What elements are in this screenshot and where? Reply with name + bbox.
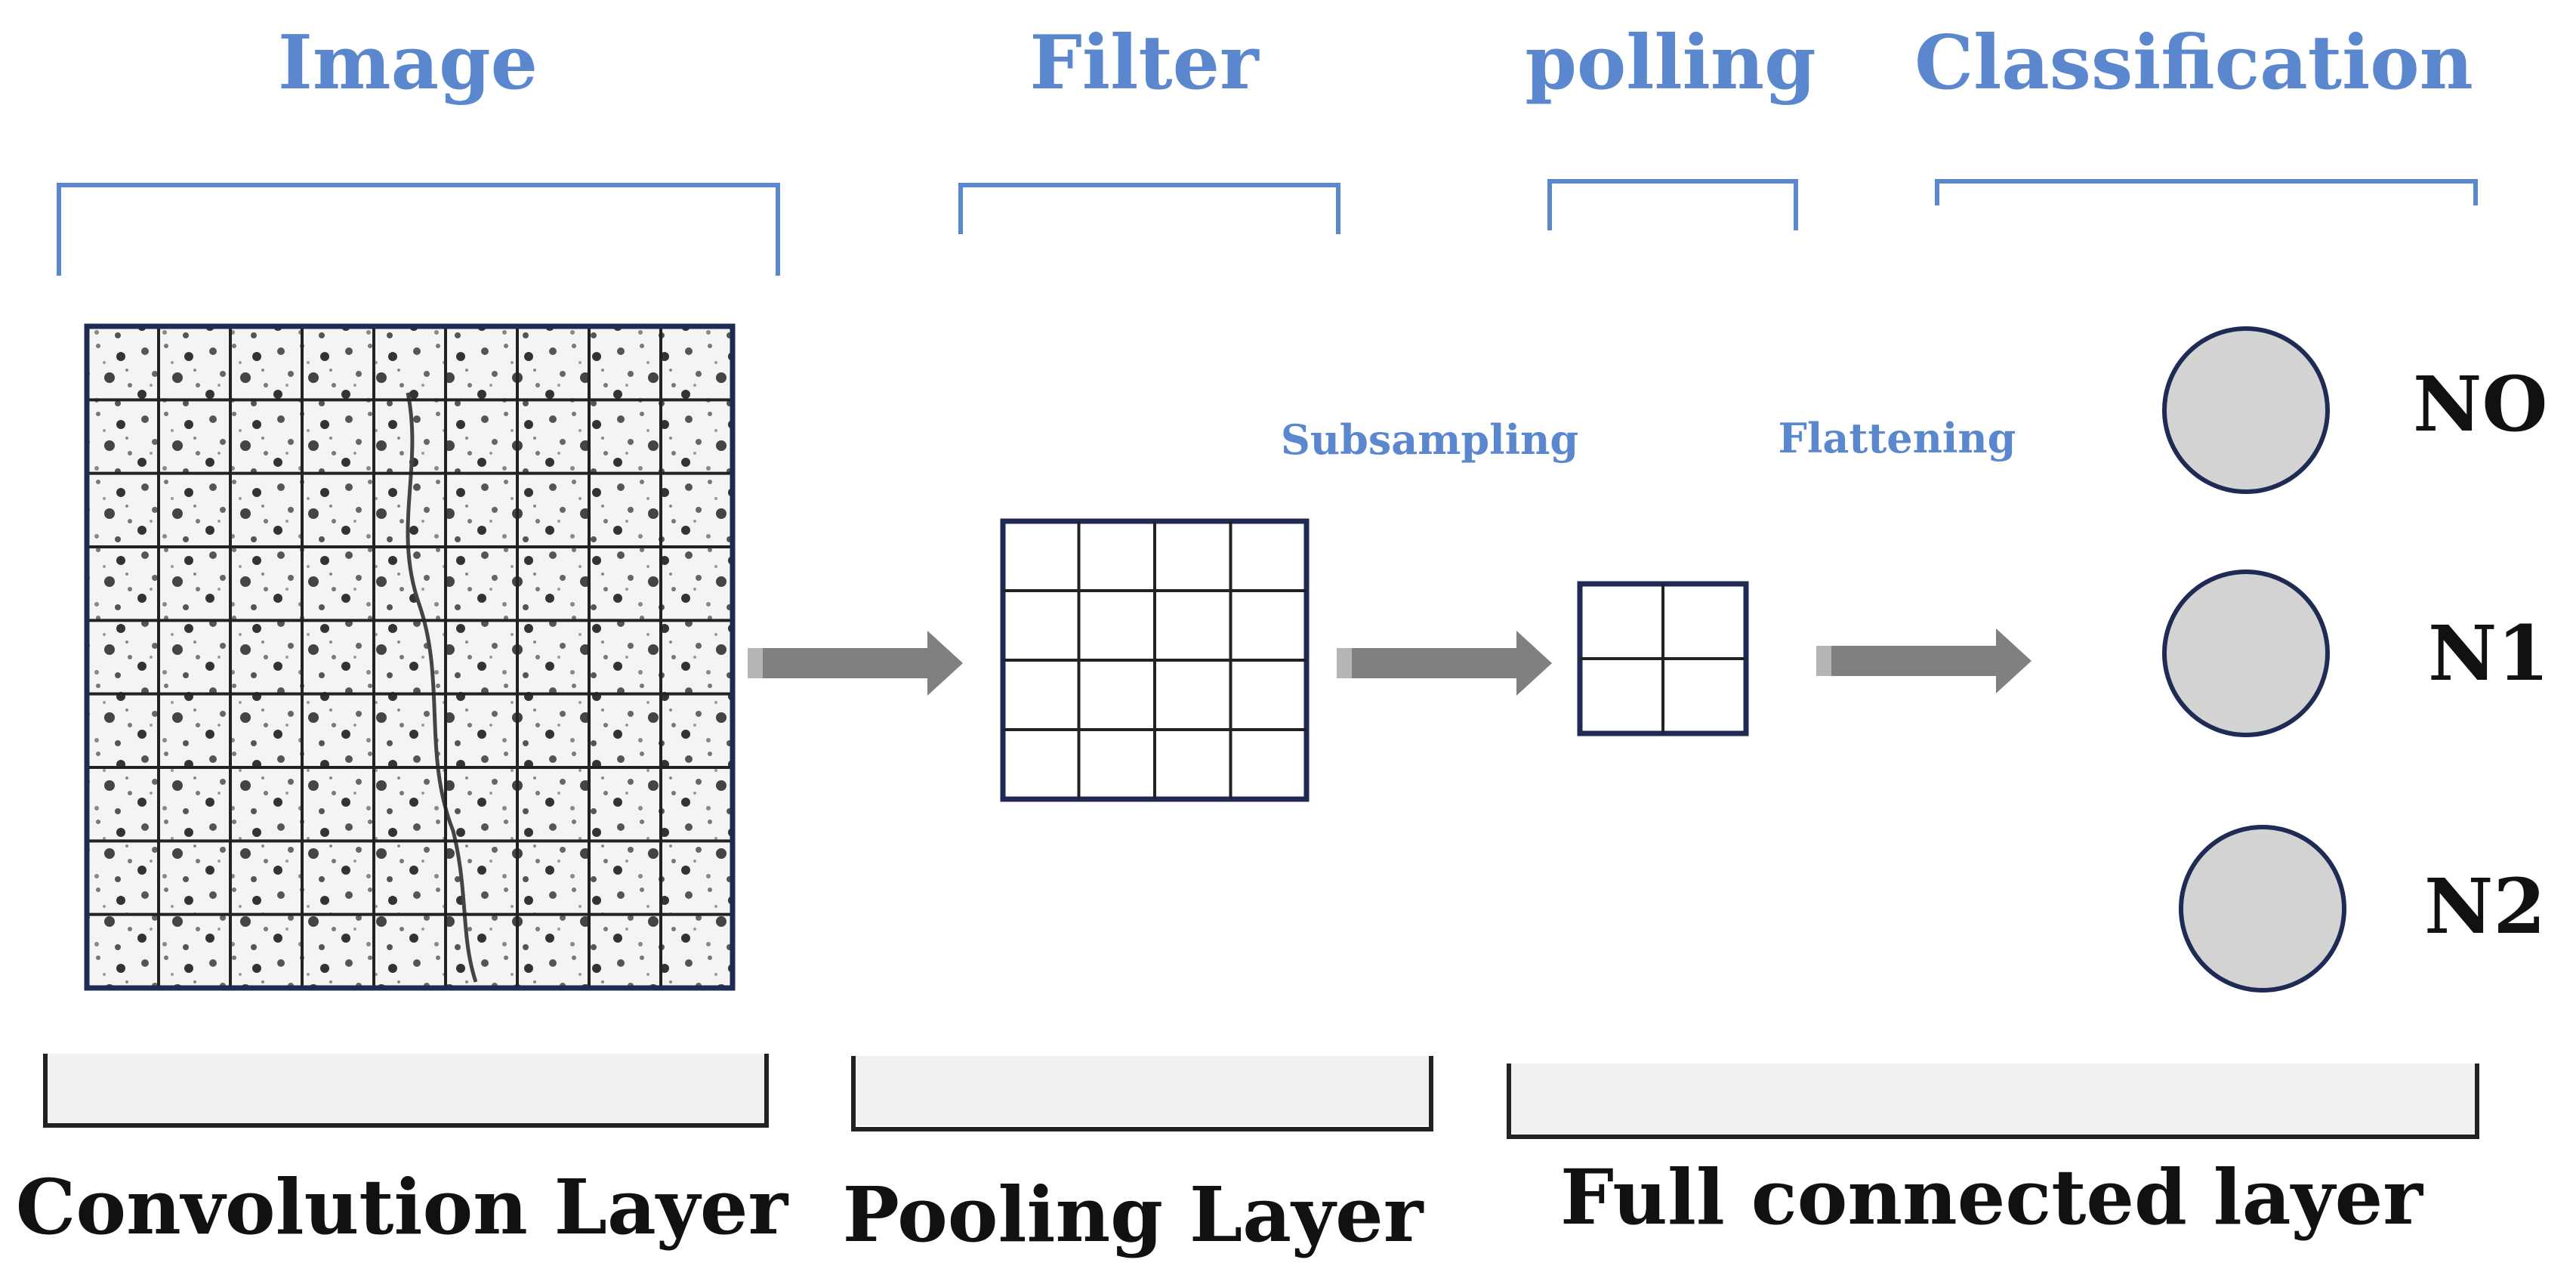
- polling-grid: [1577, 581, 1749, 736]
- label-polling: polling: [1525, 20, 1816, 107]
- full-connected-tray: [1507, 1064, 2479, 1139]
- class-node-n1: [2162, 570, 2330, 737]
- arrow-filter-to-polling: [1337, 631, 1552, 696]
- label-classification: Classification: [1914, 20, 2473, 107]
- class-label-n2: N2: [2424, 862, 2546, 951]
- arrow-image-to-filter: [748, 631, 963, 696]
- image-crack: [406, 392, 478, 983]
- label-flattening: Flattening: [1778, 414, 2016, 462]
- label-subsampling: Subsampling: [1280, 415, 1579, 464]
- arrow-polling-to-classes: [1816, 628, 2031, 693]
- class-label-no: NO: [2413, 360, 2548, 449]
- image-grid: [84, 323, 736, 991]
- class-node-n2: [2179, 825, 2346, 993]
- class-node-no: [2162, 326, 2330, 494]
- label-pooling-layer: Pooling Layer: [842, 1170, 1424, 1259]
- label-filter: Filter: [1029, 20, 1259, 107]
- image-texture: [87, 326, 733, 988]
- convolution-tray: [43, 1054, 769, 1128]
- filter-grid: [1000, 518, 1310, 802]
- class-label-n1: N1: [2428, 609, 2550, 698]
- image-bracket: [57, 183, 780, 276]
- polling-bracket: [1547, 179, 1798, 230]
- classification-bracket: [1935, 179, 2478, 205]
- filter-bracket: [958, 183, 1340, 234]
- pooling-tray: [851, 1056, 1433, 1131]
- label-image: Image: [278, 20, 538, 107]
- label-convolution-layer: Convolution Layer: [15, 1162, 788, 1252]
- label-full-connected-layer: Full connected layer: [1560, 1153, 2423, 1242]
